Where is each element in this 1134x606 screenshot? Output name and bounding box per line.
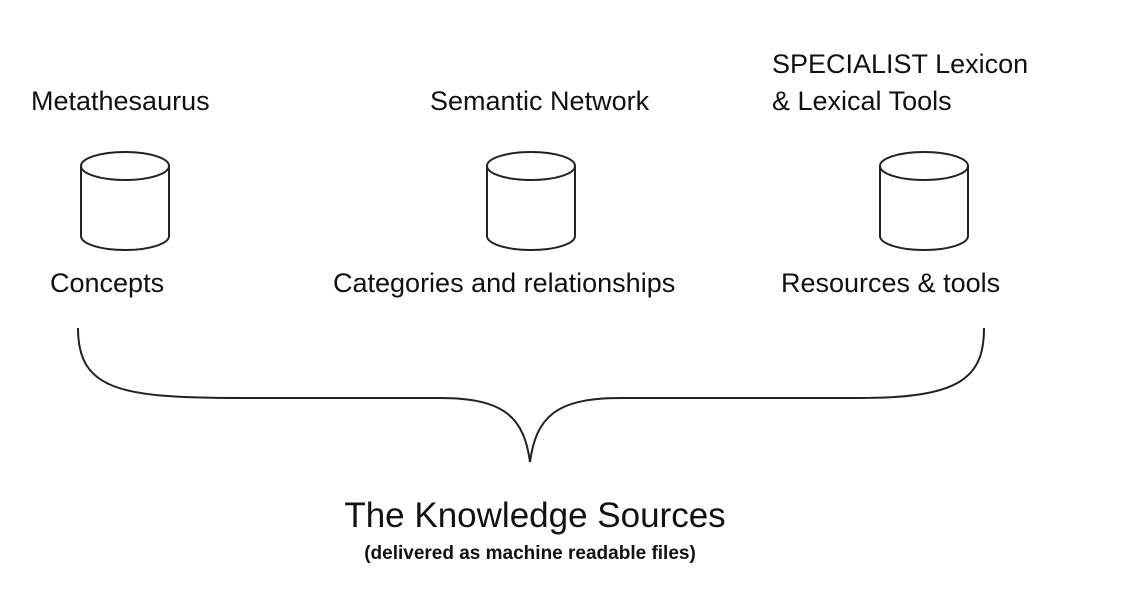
source-caption-categories: Categories and relationships bbox=[333, 268, 676, 298]
knowledge-sources-title: The Knowledge Sources bbox=[344, 496, 726, 535]
source-title-lexical-tools: & Lexical Tools bbox=[772, 86, 952, 116]
database-icon bbox=[486, 151, 576, 251]
source-title-semantic-network: Semantic Network bbox=[430, 86, 650, 116]
source-title-specialist-lexicon: SPECIALIST Lexicon bbox=[772, 49, 1029, 79]
database-icon bbox=[879, 151, 969, 251]
database-icon bbox=[80, 151, 170, 251]
source-title-metathesaurus: Metathesaurus bbox=[31, 86, 210, 116]
curly-brace bbox=[77, 327, 985, 463]
knowledge-sources-subtitle: (delivered as machine readable files) bbox=[364, 543, 696, 564]
source-caption-resources: Resources & tools bbox=[781, 268, 1001, 298]
source-caption-concepts: Concepts bbox=[50, 268, 165, 298]
